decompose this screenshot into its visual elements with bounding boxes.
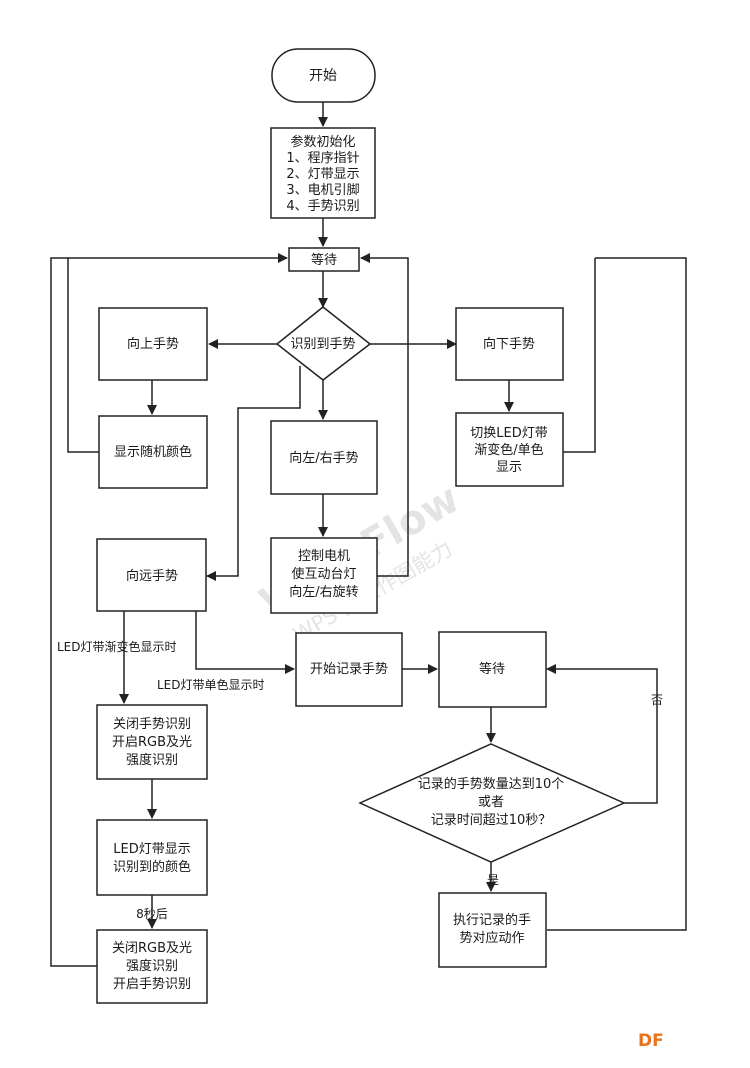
check-decision — [358, 743, 626, 863]
led-show-label: 识别到的颜色 — [113, 859, 191, 875]
edge-label-no: 否 — [651, 693, 663, 707]
motor-node — [270, 537, 378, 614]
check-label: 记录时间超过10秒？ — [431, 813, 552, 828]
check-label: 记录的手势数量达到10个 — [418, 776, 565, 792]
wait-record-node — [438, 631, 547, 708]
wait-node — [288, 247, 360, 272]
start-record-node — [295, 632, 403, 707]
edge-reopen-wait — [50, 257, 97, 967]
edge-far-record — [195, 611, 295, 674]
execute-node — [438, 892, 547, 968]
close-gesture-label: 开启RGB及光 — [112, 735, 192, 750]
check-label: 或者 — [478, 795, 504, 810]
execute-label: 势对应动作 — [459, 930, 524, 946]
edge-random-wait — [67, 253, 288, 453]
close-gesture-label: 强度识别 — [126, 752, 178, 768]
start-label: 开始 — [309, 68, 337, 84]
edge-motor-wait — [360, 253, 409, 577]
init-node — [270, 127, 376, 219]
edge-label-eight-sec: 8秒后 — [136, 907, 168, 921]
up-gesture-node — [98, 307, 208, 381]
far-gesture-node — [96, 538, 207, 612]
close-gesture-node — [96, 704, 208, 780]
edge-label-single: LED灯带单色显示时 — [157, 678, 265, 692]
far-gesture-label: 向远手势 — [126, 568, 178, 584]
led-show-label: LED灯带显示 — [113, 842, 190, 857]
down-gesture-label: 向下手势 — [483, 336, 535, 352]
edge-label-gradient: LED灯带渐变色显示时 — [57, 639, 177, 654]
start-record-label: 开始记录手势 — [310, 661, 388, 677]
switch-led-label: 切换LED灯带 — [470, 426, 547, 441]
left-right-node — [270, 420, 378, 495]
init-label: 3、电机引脚 — [286, 182, 359, 198]
wait-record-label: 等待 — [479, 661, 505, 677]
switch-led-label: 渐变色/单色 — [474, 442, 543, 458]
switch-led-label: 显示 — [496, 460, 522, 475]
edge-execute-wait — [547, 257, 687, 931]
motor-label: 使互动台灯 — [291, 566, 356, 582]
init-label: 4、手势识别 — [286, 198, 359, 214]
random-color-node — [98, 415, 208, 489]
motor-label: 向左/右旋转 — [289, 584, 358, 600]
led-show-node — [96, 819, 208, 896]
down-gesture-node — [455, 307, 564, 381]
motor-label: 控制电机 — [298, 549, 350, 564]
reopen-label: 强度识别 — [126, 958, 178, 974]
edge-recognize-far — [206, 366, 301, 581]
execute-label: 执行记录的手 — [453, 912, 531, 928]
random-color-label: 显示随机颜色 — [114, 444, 192, 460]
reopen-label: 关闭RGB及光 — [112, 941, 192, 956]
reopen-node — [96, 929, 208, 1004]
wait-label: 等待 — [311, 252, 337, 268]
up-gesture-label: 向上手势 — [127, 336, 179, 352]
start-node — [271, 48, 376, 103]
edge-label-yes: 是 — [487, 873, 499, 887]
left-right-label: 向左/右手势 — [289, 450, 358, 466]
init-label: 参数初始化 — [290, 134, 355, 150]
edge-switch-wait — [563, 258, 596, 453]
recognize-decision — [275, 306, 372, 381]
recognize-label: 识别到手势 — [290, 336, 355, 352]
edge-check-no — [546, 664, 658, 804]
switch-led-node — [455, 412, 564, 487]
init-label: 1、程序指针 — [286, 151, 359, 166]
reopen-label: 开启手势识别 — [113, 976, 191, 992]
close-gesture-label: 关闭手势识别 — [113, 716, 191, 732]
init-label: 2、灯带显示 — [286, 167, 359, 182]
df-logo: DF — [638, 1031, 664, 1051]
